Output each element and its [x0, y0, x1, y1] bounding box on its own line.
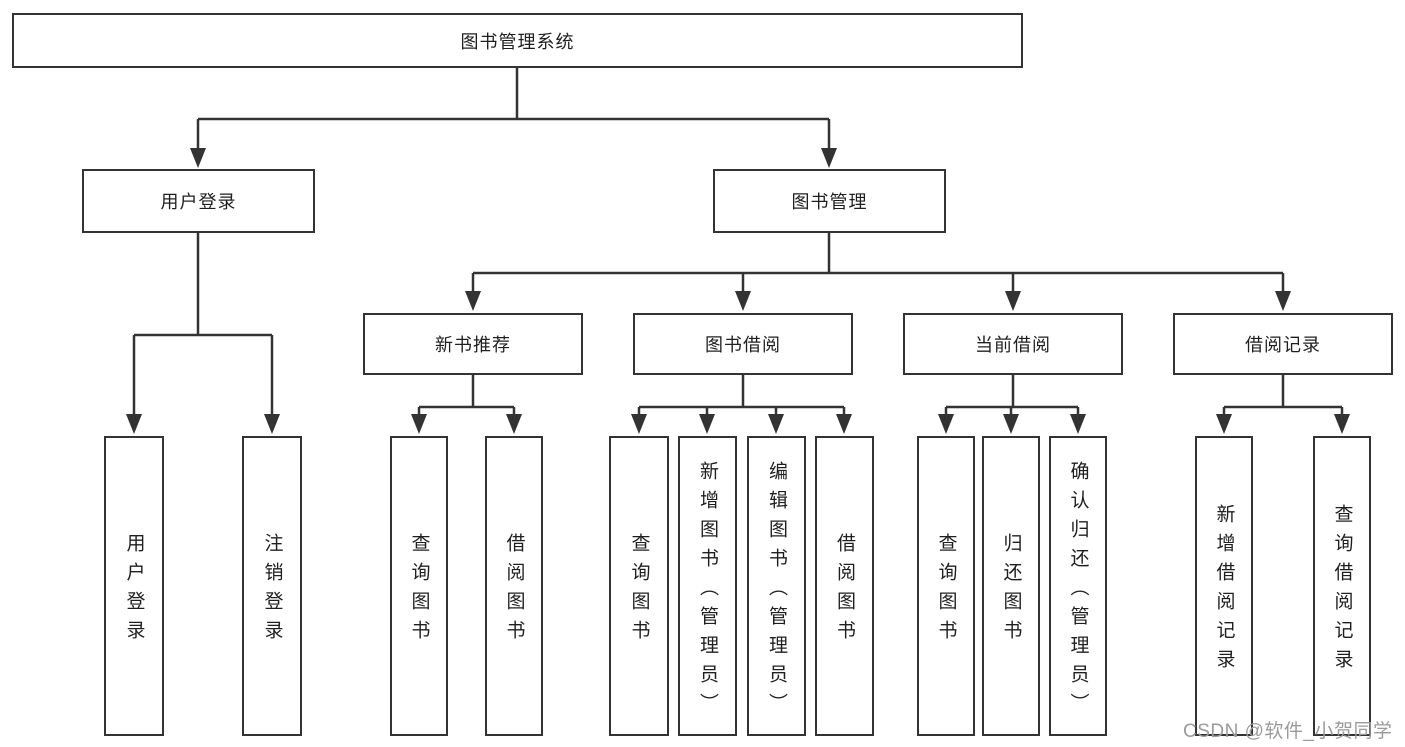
connectors-new-book-recommend [411, 375, 522, 434]
node-library-management-system: 图书管理系统 [12, 13, 1023, 68]
node-label: 借阅图书 [834, 533, 855, 649]
node-leaf-edit-books-admin: 编辑图书（管理员） [747, 436, 806, 736]
node-label: 新书推荐 [435, 335, 511, 355]
node-label: 新增图书（管理员） [697, 460, 718, 722]
connectors-root [190, 68, 837, 168]
node-label: 图书管理系统 [460, 31, 575, 52]
node-label: 查询图书 [935, 533, 957, 649]
node-label: 图书管理 [791, 192, 868, 212]
node-label: 查询图书 [628, 533, 650, 649]
node-leaf-add-books-admin: 新增图书（管理员） [678, 436, 737, 736]
node-label: 确认归还（管理员） [1067, 460, 1089, 722]
node-current-borrowing: 当前借阅 [903, 313, 1123, 375]
connectors-current-borrowing [938, 375, 1086, 434]
node-leaf-borrow-books-recommend: 借阅图书 [485, 436, 543, 736]
connectors-user-login [126, 233, 280, 434]
node-leaf-query-books-recommend: 查询图书 [390, 436, 448, 736]
node-label: 图书借阅 [705, 335, 781, 355]
node-leaf-borrow-books: 借阅图书 [815, 436, 874, 736]
connectors-borrowing-records [1216, 375, 1350, 434]
node-label: 归还图书 [1000, 533, 1022, 649]
node-label: 查询图书 [408, 533, 430, 649]
node-label: 新增借阅记录 [1213, 504, 1235, 678]
node-user-login: 用户登录 [82, 169, 315, 233]
csdn-watermark: CSDN @软件_小贺同学 [1183, 721, 1393, 742]
node-leaf-return-books: 归还图书 [982, 436, 1040, 736]
node-label: 当前借阅 [975, 335, 1051, 355]
node-leaf-query-books-borrow: 查询图书 [609, 436, 669, 736]
node-label: 借阅图书 [503, 533, 525, 649]
node-book-borrowing: 图书借阅 [633, 313, 853, 375]
connectors-book-borrowing [631, 375, 852, 434]
node-leaf-query-books-current: 查询图书 [917, 436, 975, 736]
node-label: 用户登录 [160, 192, 237, 212]
node-leaf-add-borrow-record: 新增借阅记录 [1195, 436, 1253, 736]
node-new-book-recommend: 新书推荐 [363, 313, 583, 375]
node-label: 借阅记录 [1245, 335, 1321, 355]
node-leaf-logout: 注销登录 [242, 436, 302, 736]
node-leaf-confirm-return-admin: 确认归还（管理员） [1049, 436, 1107, 736]
node-leaf-query-borrow-record: 查询借阅记录 [1313, 436, 1371, 736]
node-label: 查询借阅记录 [1331, 504, 1353, 678]
node-leaf-user-login: 用户登录 [104, 436, 164, 736]
node-label: 用户登录 [123, 533, 145, 649]
node-book-management: 图书管理 [713, 169, 946, 233]
node-label: 注销登录 [261, 533, 283, 649]
connectors-book-management [465, 233, 1291, 311]
node-label: 编辑图书（管理员） [766, 460, 787, 722]
node-borrowing-records: 借阅记录 [1173, 313, 1393, 375]
